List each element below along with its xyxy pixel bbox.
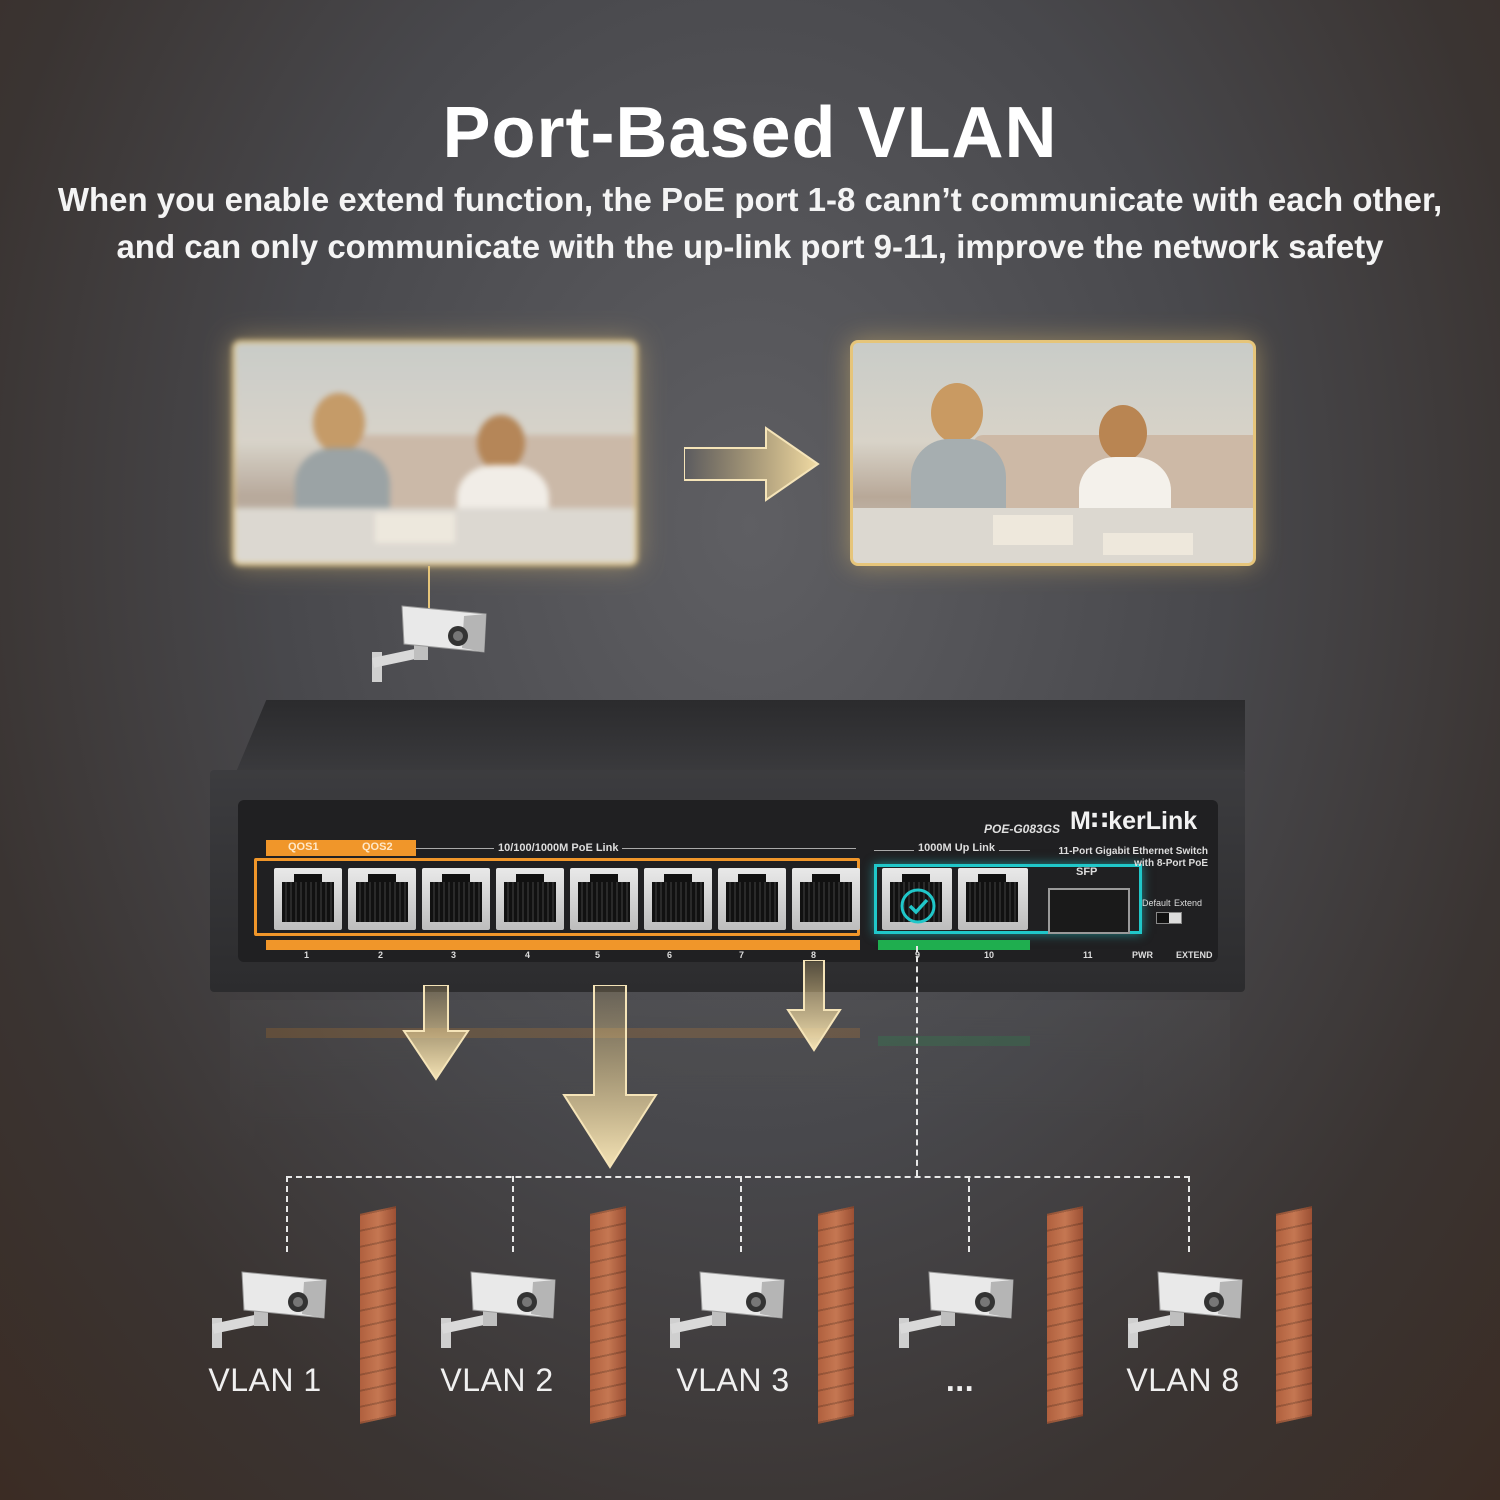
port-1[interactable]: [274, 868, 342, 930]
device-description-1: 11-Port Gigabit Ethernet Switch: [1058, 846, 1208, 857]
connector-line: [428, 566, 430, 610]
port-number: 1: [304, 950, 310, 960]
poe-group-label: 10/100/1000M PoE Link: [494, 842, 623, 854]
security-camera-icon: [899, 1271, 1014, 1348]
subtitle-line-1: When you enable extend function, the PoE…: [57, 181, 1443, 218]
qos1-label: QOS1: [288, 841, 319, 853]
brick-wall-icon: [1047, 1206, 1083, 1424]
vlan-label: VLAN 8: [1126, 1362, 1240, 1398]
brand-logo: M∷kerLink: [1070, 807, 1198, 835]
port-6[interactable]: [644, 868, 712, 930]
switch-extend-label: Extend: [1174, 898, 1203, 908]
vlan-drop-line: [1188, 1176, 1190, 1252]
arrow-down-icon: [562, 985, 658, 1169]
qos2-label: QOS2: [362, 841, 393, 853]
vlan-drop-line: [968, 1176, 970, 1252]
vlan-label: VLAN 3: [676, 1362, 790, 1398]
port-number: 4: [525, 950, 531, 960]
checkmark-icon: [900, 888, 936, 924]
uplink-group-label: 1000M Up Link: [914, 842, 1000, 854]
port-number: 2: [378, 950, 384, 960]
port-11-sfp[interactable]: [1048, 888, 1130, 934]
uplink-connector: [916, 946, 918, 1176]
port-8[interactable]: [792, 868, 860, 930]
vlan-label: VLAN 1: [208, 1362, 322, 1398]
blurred-camera-image: [232, 340, 638, 566]
device-reflection: [230, 1000, 1230, 1150]
port-number: 6: [667, 950, 673, 960]
security-camera-icon: [1128, 1271, 1243, 1348]
port-9[interactable]: [882, 868, 952, 930]
subtitle-line-2: and can only communicate with the up-lin…: [116, 228, 1384, 265]
port-number: 8: [811, 950, 817, 960]
port-4[interactable]: [496, 868, 564, 930]
brick-wall-icon: [818, 1206, 854, 1424]
model-label: POE-G083GS: [984, 822, 1061, 836]
security-camera-icon: [212, 1271, 327, 1348]
poe-led-bar: [266, 940, 860, 950]
arrow-down-icon: [786, 960, 842, 1052]
device-description-2: with 8-Port PoE: [1134, 858, 1208, 869]
arrow-down-icon: [402, 985, 470, 1081]
port-number: 7: [739, 950, 745, 960]
arrow-right-icon: [684, 426, 820, 502]
brick-wall-icon: [590, 1206, 626, 1424]
uplink-led-bar: [878, 940, 1030, 950]
port-10[interactable]: [958, 868, 1028, 930]
brick-wall-icon: [360, 1206, 396, 1424]
sfp-label: SFP: [1076, 866, 1098, 878]
vlan-label: ...: [945, 1362, 975, 1398]
port-3[interactable]: [422, 868, 490, 930]
vlan-label: VLAN 2: [440, 1362, 554, 1398]
uplink-ports-highlight: [874, 864, 1142, 934]
page-title: Port-Based VLAN: [442, 93, 1058, 173]
pwr-label: PWR: [1132, 950, 1153, 960]
extend-switch[interactable]: [1156, 912, 1182, 924]
poe-switch: QOS1 QOS2 10/100/1000M PoE Link 1000M Up…: [210, 700, 1245, 992]
vlan-drop-line: [740, 1176, 742, 1252]
port-number: 5: [595, 950, 601, 960]
port-5[interactable]: [570, 868, 638, 930]
vlan-drop-line: [512, 1176, 514, 1252]
page-subtitle: When you enable extend function, the PoE…: [0, 176, 1500, 270]
security-camera-icon: [372, 605, 487, 682]
brick-wall-icon: [1276, 1206, 1312, 1424]
switch-default-label: Default: [1142, 898, 1171, 908]
port-7[interactable]: [718, 868, 786, 930]
extend-led-label: EXTEND: [1176, 950, 1213, 960]
port-2[interactable]: [348, 868, 416, 930]
port-number: 3: [451, 950, 457, 960]
port-number: 10: [984, 950, 995, 960]
vlan-drop-line: [286, 1176, 288, 1252]
port-number: 11: [1083, 950, 1093, 960]
vlan-bus-line: [286, 1176, 1190, 1178]
security-camera-icon: [670, 1271, 785, 1348]
clear-camera-image: [850, 340, 1256, 566]
security-camera-icon: [441, 1271, 556, 1348]
